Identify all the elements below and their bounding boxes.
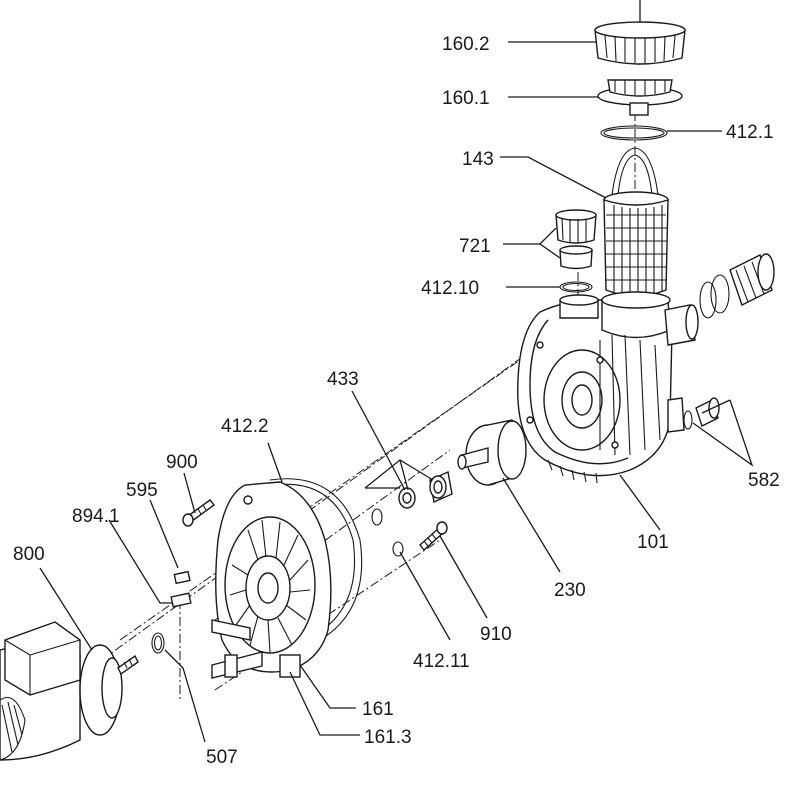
part-o-ring-lid-inner — [603, 127, 665, 139]
part-o-ring-plug-inner — [562, 282, 590, 292]
part-impeller — [457, 419, 527, 486]
label-161-3: 161.3 — [364, 727, 412, 748]
part-screw-910 — [419, 521, 448, 552]
label-160-2: 160.2 — [442, 34, 490, 55]
label-143: 143 — [462, 149, 494, 170]
part-595 — [173, 570, 191, 585]
part-o-ring-seal — [371, 508, 383, 526]
label-721: 721 — [459, 236, 491, 257]
label-894-1: 894.1 — [72, 506, 120, 527]
label-595: 595 — [126, 480, 158, 501]
part-labels: 160.2 160.1 412.1 143 721 412.10 433 412… — [13, 34, 780, 768]
part-o-ring-lid — [600, 125, 668, 141]
part-lid — [597, 79, 683, 116]
label-910: 910 — [480, 624, 512, 645]
label-900: 900 — [166, 452, 198, 473]
label-800: 800 — [13, 544, 45, 565]
label-433: 433 — [327, 369, 359, 390]
part-pump-housing — [517, 291, 699, 484]
part-lid-ring — [594, 0, 686, 65]
part-ring-507 — [151, 632, 165, 654]
part-motor — [0, 621, 139, 761]
part-o-ring-large — [269, 478, 363, 641]
part-894-1 — [170, 592, 192, 608]
part-mechanical-seal — [398, 470, 453, 509]
label-412-10: 412.10 — [421, 278, 479, 299]
part-drain-plug — [555, 209, 597, 270]
label-412-1: 412.1 — [726, 122, 774, 143]
label-412-11: 412.11 — [413, 651, 470, 672]
part-bolt-900 — [182, 499, 216, 527]
part-casing-cover — [211, 481, 332, 679]
part-strainer-basket — [603, 147, 669, 297]
label-101: 101 — [637, 532, 669, 553]
label-582: 582 — [748, 470, 780, 491]
label-230: 230 — [554, 580, 586, 601]
axis-line-mid — [214, 449, 451, 621]
part-o-ring-412-11 — [392, 541, 404, 557]
leader-lines — [39, 41, 754, 743]
label-160-1: 160.1 — [442, 88, 490, 109]
axis-line-low — [214, 539, 441, 691]
part-union-fittings — [683, 253, 775, 430]
label-507: 507 — [206, 747, 238, 768]
label-412-2: 412.2 — [221, 416, 269, 437]
label-161: 161 — [362, 699, 394, 720]
